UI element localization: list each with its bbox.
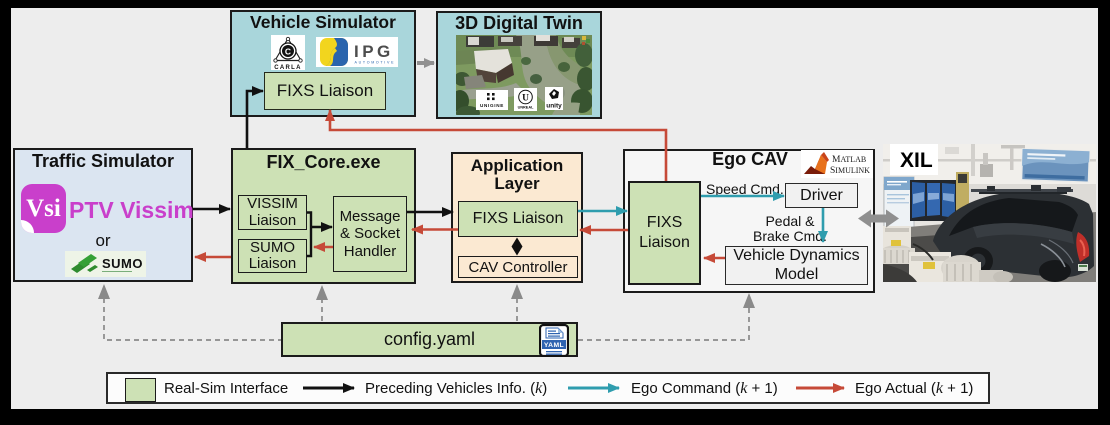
svg-text:XIL: XIL — [900, 149, 933, 172]
svg-text:SUMO: SUMO — [102, 256, 143, 271]
svg-text:U: U — [522, 94, 529, 104]
svg-text:CARLA: CARLA — [274, 65, 302, 70]
svg-text:UNREAL: UNREAL — [518, 106, 535, 110]
svg-text:UNIGINE: UNIGINE — [480, 103, 504, 108]
svg-text:unity: unity — [546, 103, 562, 110]
svg-text:SIMULINK: SIMULINK — [830, 166, 870, 176]
svg-text:IPG: IPG — [354, 42, 394, 61]
svg-text:C: C — [285, 46, 291, 56]
svg-text:YAML: YAML — [544, 342, 564, 349]
svg-text:AUTOMOTIVE: AUTOMOTIVE — [355, 61, 396, 65]
svg-text:MATLAB: MATLAB — [832, 155, 866, 165]
